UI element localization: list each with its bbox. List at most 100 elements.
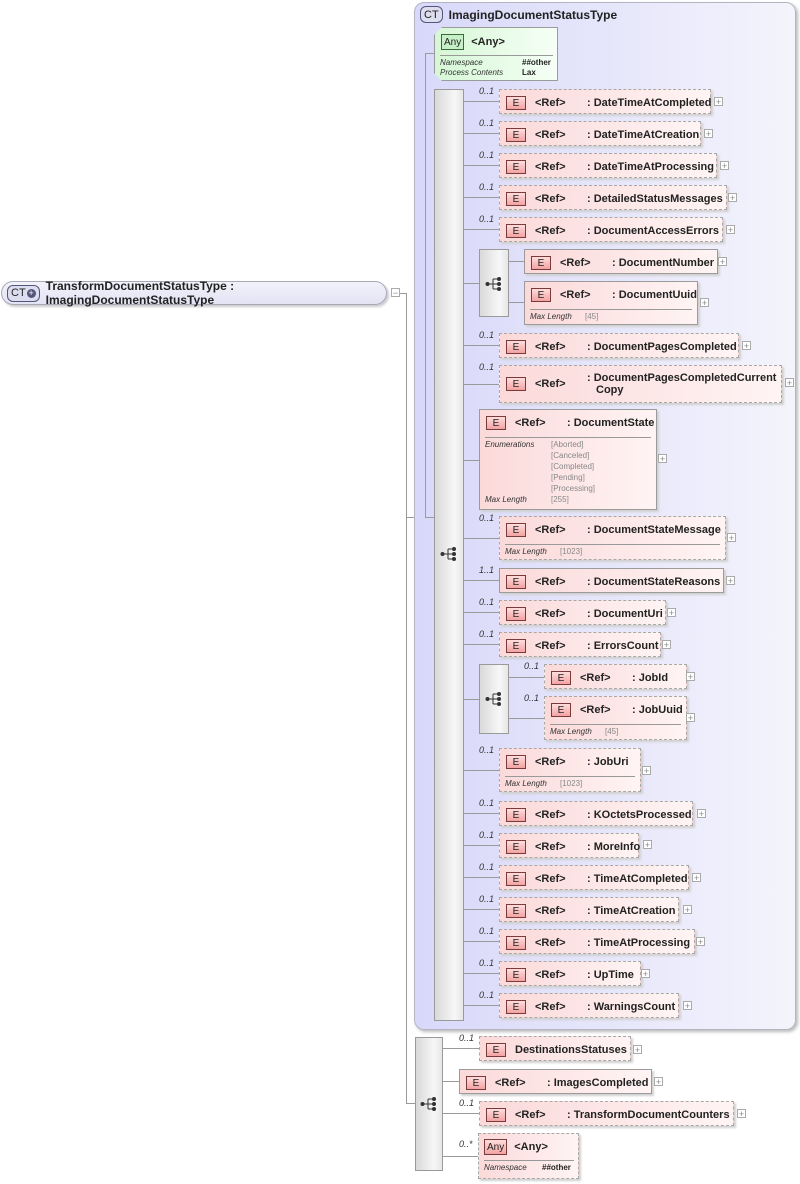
element-name: : DocumentState [567, 417, 655, 429]
expand-toggle[interactable]: + [714, 97, 723, 107]
element-node[interactable]: E<Ref>: ErrorsCount [499, 632, 661, 657]
element-icon: E [506, 96, 526, 110]
element-node[interactable]: E<Ref>: DocumentUri [499, 600, 666, 625]
ref-label: <Ref> [535, 341, 566, 353]
expand-toggle[interactable]: + [728, 193, 737, 203]
element-node[interactable]: E<Ref>: TimeAtCompleted [499, 865, 689, 890]
facet-label: Namespace [484, 1163, 527, 1172]
element-node[interactable]: E<Ref>: DocumentAccessErrors [499, 217, 723, 242]
element-header: E<Ref>: TimeAtProcessing [506, 936, 690, 950]
element-node[interactable]: E<Ref>: WarningsCount [499, 993, 679, 1018]
expand-toggle[interactable]: + [697, 809, 706, 819]
expand-toggle[interactable]: + [727, 533, 736, 543]
expand-toggle[interactable]: + [633, 1045, 642, 1055]
element-icon: E [506, 968, 526, 982]
root-complex-type[interactable]: CT+ TransformDocumentStatusType : Imagin… [1, 279, 387, 307]
any-element-top[interactable]: Any <Any> Namespace ##other Process Cont… [434, 27, 558, 81]
connector-line [464, 909, 499, 910]
cardinality: 0..1 [479, 86, 495, 96]
expand-toggle[interactable]: + [718, 257, 727, 267]
element-icon: E [486, 416, 506, 430]
expand-toggle[interactable]: + [700, 298, 709, 308]
element-node[interactable]: E<Ref>: TransformDocumentCounters [479, 1101, 734, 1126]
facet-value: [45] [605, 727, 619, 736]
complex-type-extension-icon: CT+ [7, 284, 40, 302]
element-name: : DocumentStateReasons [587, 576, 721, 588]
expand-toggle[interactable]: + [737, 1109, 746, 1119]
element-node[interactable]: E<Ref>: DocumentNumber [524, 249, 718, 274]
ref-label: <Ref> [535, 129, 566, 141]
cardinality: 0..1 [479, 513, 495, 523]
cardinality: 0..1 [479, 362, 495, 372]
element-node[interactable]: E<Ref>: DateTimeAtProcessing [499, 153, 717, 178]
element-header: E<Ref>: WarningsCount [506, 1000, 675, 1014]
element-node[interactable]: E<Ref>: DateTimeAtCompleted [499, 89, 711, 114]
element-node[interactable]: E<Ref>: MoreInfo [499, 833, 640, 858]
expand-toggle[interactable]: + [686, 713, 695, 723]
ref-label: <Ref> [535, 905, 566, 917]
base-type-header[interactable]: CT ImagingDocumentStatusType [420, 6, 617, 23]
element-header: E<Ref>: DocumentUri [506, 607, 663, 621]
expand-toggle[interactable]: + [643, 840, 652, 850]
collapse-toggle[interactable]: − [391, 288, 400, 298]
facet-value: ##other [522, 58, 551, 67]
element-node[interactable]: E<Ref>: KOctetsProcessed [499, 801, 693, 826]
cardinality: 0..1 [479, 798, 495, 808]
expand-toggle[interactable]: + [742, 341, 751, 351]
element-node[interactable]: E<Ref>: DocumentPagesCompleted [499, 333, 739, 358]
expand-toggle[interactable]: + [704, 129, 713, 139]
connector-line [464, 133, 499, 134]
ref-label: <Ref> [580, 704, 611, 716]
connector-line [464, 845, 499, 846]
any-element-bottom[interactable]: Any <Any> Namespace ##other [478, 1133, 579, 1179]
element-header: E<Ref>: TimeAtCreation [506, 904, 675, 918]
expand-toggle[interactable]: + [785, 378, 794, 388]
cardinality: 0..1 [479, 830, 495, 840]
element-node[interactable]: E<Ref>: DocumentStateReasons [499, 568, 724, 593]
expand-toggle[interactable]: + [696, 937, 705, 947]
expand-toggle[interactable]: + [692, 873, 701, 883]
sequence-compositor[interactable] [479, 249, 509, 317]
element-icon: E [531, 256, 551, 270]
expand-toggle[interactable]: + [683, 905, 692, 915]
expand-toggle[interactable]: + [667, 608, 676, 618]
expand-toggle[interactable]: + [654, 1077, 663, 1087]
element-node[interactable]: E<Ref>: TimeAtProcessing [499, 929, 695, 954]
element-node[interactable]: E<Ref>: DetailedStatusMessages [499, 185, 727, 210]
element-node[interactable]: E <Ref> : JobId [544, 664, 687, 689]
element-icon: E [506, 872, 526, 886]
ref-label: <Ref> [580, 672, 611, 684]
element-header: E <Ref> : JobId [551, 671, 668, 685]
expand-toggle[interactable]: + [642, 766, 651, 776]
connector-line [464, 229, 499, 230]
element-node[interactable]: E<Ref>: ImagesCompleted [459, 1069, 652, 1094]
element-name: : JobId [632, 672, 669, 684]
element-icon: E [551, 671, 571, 685]
expand-toggle[interactable]: + [641, 969, 650, 979]
expand-toggle[interactable]: + [726, 576, 735, 586]
element-name: : TimeAtCreation [587, 905, 676, 917]
expand-toggle[interactable]: + [720, 161, 729, 171]
facet-label: Max Length [550, 727, 592, 736]
element-node[interactable]: E<Ref>: DateTimeAtCreation [499, 121, 701, 146]
expand-toggle[interactable]: + [658, 454, 667, 464]
expand-toggle[interactable]: + [686, 672, 695, 682]
root-type-name: TransformDocumentStatusType : ImagingDoc… [45, 279, 235, 307]
element-node[interactable]: E<Ref>: TimeAtCreation [499, 897, 679, 922]
cardinality: 0..1 [524, 693, 540, 703]
expand-toggle[interactable]: + [662, 640, 671, 650]
expand-toggle[interactable]: + [683, 1001, 692, 1011]
sequence-compositor[interactable] [434, 89, 464, 1021]
cardinality: 0..1 [479, 214, 495, 224]
element-node[interactable]: E<Ref>: UpTime [499, 961, 641, 986]
expand-toggle[interactable]: + [726, 225, 735, 235]
